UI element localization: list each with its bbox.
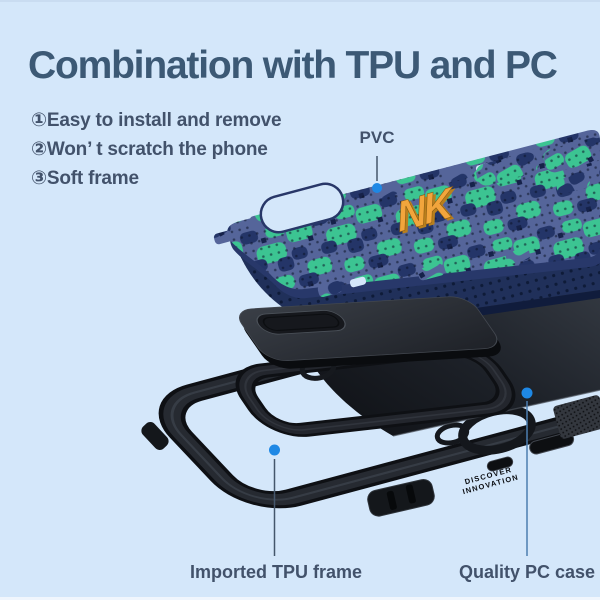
left-bumper	[141, 422, 169, 450]
top-edge-strip	[0, 0, 600, 2]
callout-leaders	[269, 156, 533, 556]
feature-item-2: ②Won’ t scratch the phone	[31, 139, 268, 160]
camera-cutout	[259, 182, 345, 234]
feature-item-3: ③Soft frame	[31, 168, 139, 189]
page-title: Combination with TPU and PC	[28, 44, 558, 87]
feature-item-1: ①Easy to install and remove	[31, 110, 282, 131]
callout-pvc-label: PVC	[359, 128, 395, 147]
pc-callout-dot	[521, 387, 533, 399]
callout-pc-label: Quality PC case	[458, 562, 596, 582]
side-button-small	[486, 456, 514, 472]
grip-texture	[553, 395, 600, 439]
corner-bumper	[367, 478, 435, 517]
callout-tpu-label: Imported TPU frame	[189, 562, 363, 582]
bottom-edge-strip	[0, 597, 600, 600]
tpu-callout-dot	[269, 444, 280, 456]
camera-cover	[239, 296, 498, 362]
feature-list: ①Easy to install and remove ②Won’ t scra…	[31, 106, 282, 193]
pvc-callout-dot	[372, 183, 382, 193]
camo-fragments	[476, 137, 600, 194]
